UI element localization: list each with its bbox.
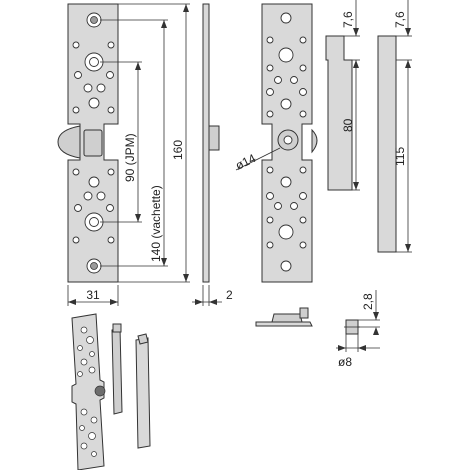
dimension-label-insert-top-b: 7,6	[393, 11, 407, 28]
dimension-label-insert-top-a: 7,6	[341, 11, 355, 28]
dimension-lines-front	[67, 3, 190, 306]
top-view-plate	[255, 307, 313, 327]
dimension-label-diameter-pin: ø14	[233, 151, 258, 173]
dimension-label-detail-diameter: ø8	[338, 355, 352, 369]
insert-part-b	[377, 0, 412, 253]
side-view-plate	[192, 3, 222, 306]
isometric-assembly-view	[71, 313, 151, 470]
dimension-label-insert-length-a: 80	[341, 118, 355, 132]
dimension-label-jpm: 90 (JPM)	[123, 133, 137, 182]
rear-plate-view	[235, 3, 318, 283]
insert-part-a	[325, 0, 360, 191]
dimension-label-height: 160	[171, 140, 185, 160]
dimension-label-thickness: 2	[226, 288, 233, 302]
dimension-label-width: 31	[86, 288, 100, 302]
dimension-label-detail-height: 2,8	[361, 293, 375, 310]
detail-pin	[336, 290, 380, 352]
front-plate-view	[57, 3, 119, 283]
dimension-label-vachette: 140 (vachette)	[149, 185, 163, 262]
dimension-label-insert-length-b: 115	[393, 147, 407, 166]
